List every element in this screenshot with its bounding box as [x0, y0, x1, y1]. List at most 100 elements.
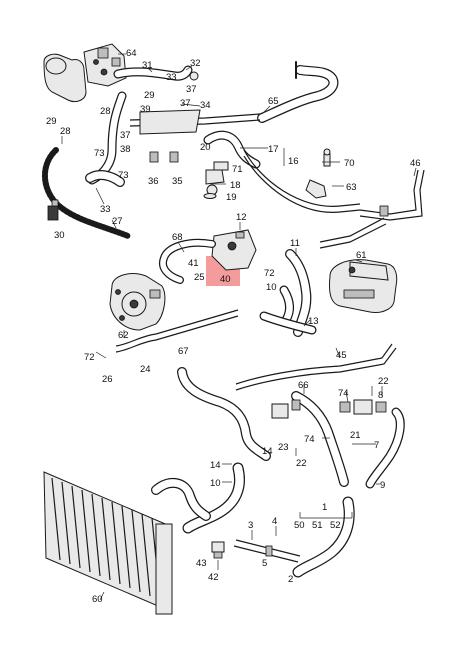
callout-50: 50 [294, 520, 305, 531]
callout-41: 41 [188, 258, 199, 269]
callout-5: 5 [262, 558, 267, 569]
callout-31: 31 [142, 60, 153, 71]
pipe-46 [319, 169, 425, 249]
callout-16: 16 [288, 156, 299, 167]
hose-73-lower [85, 170, 125, 187]
pipe-16 [243, 149, 361, 213]
callout-61: 61 [356, 250, 367, 261]
hose-67 [177, 367, 271, 461]
callout-46: 46 [410, 158, 421, 169]
callout-18: 18 [230, 180, 241, 191]
callout-25: 25 [194, 272, 205, 283]
callout-37a: 37 [186, 84, 197, 95]
callout-2: 2 [288, 574, 293, 585]
callout-8: 8 [378, 390, 383, 401]
callout-63: 63 [346, 182, 357, 193]
callout-4: 4 [272, 516, 277, 527]
callout-labels: 64 32 31 33 37 29 37 34 65 28 39 29 28 3… [46, 48, 421, 605]
callout-29b: 29 [46, 116, 57, 127]
hose-10 [259, 285, 317, 335]
callout-33a: 33 [166, 72, 177, 83]
sender-70 [323, 148, 331, 167]
hose-lower-left [151, 477, 211, 521]
callout-30: 30 [54, 230, 65, 241]
callout-60: 60 [92, 594, 103, 605]
hose-8 [365, 407, 405, 489]
hose-66 [291, 391, 349, 487]
pipe-34 [129, 109, 261, 135]
callout-65: 65 [268, 96, 279, 107]
callout-7: 7 [374, 440, 379, 451]
callout-72a: 72 [264, 268, 275, 279]
callout-28a: 28 [100, 106, 111, 117]
callout-68: 68 [172, 232, 183, 243]
callout-10: 10 [266, 282, 277, 293]
callout-62: 62 [118, 330, 129, 341]
callout-20: 20 [200, 142, 211, 153]
callout-9: 9 [380, 480, 385, 491]
callout-74a: 74 [338, 388, 349, 399]
callout-45: 45 [336, 350, 347, 361]
callout-33b: 33 [100, 204, 111, 215]
callout-29a: 29 [144, 90, 155, 101]
callout-39: 39 [140, 104, 151, 115]
callout-37b: 37 [180, 98, 191, 109]
callout-23: 23 [278, 442, 289, 453]
callout-34: 34 [200, 100, 211, 111]
callout-3: 3 [248, 520, 253, 531]
hose-11 [285, 249, 312, 337]
hose-10-lower [182, 462, 245, 534]
callout-64: 64 [126, 48, 137, 59]
callout-73a: 73 [94, 148, 105, 159]
callout-28b: 28 [60, 126, 71, 137]
callout-43: 43 [196, 558, 207, 569]
callout-32: 32 [190, 58, 201, 69]
callout-66: 66 [298, 380, 309, 391]
expansion-tank-61 [329, 259, 398, 313]
o-ring-32 [189, 71, 199, 81]
callout-11: 11 [290, 238, 300, 249]
fitting-21 [339, 399, 387, 415]
hose-31 [113, 65, 193, 81]
callout-17: 17 [268, 144, 279, 155]
pipe-3 [233, 539, 301, 563]
callout-38: 38 [120, 144, 131, 155]
pipe-24 [115, 309, 239, 353]
sensor-43 [211, 541, 225, 559]
leader-lines [61, 53, 417, 601]
callout-40: 40 [220, 274, 231, 285]
hose-65 [257, 61, 339, 123]
callout-73b: 73 [118, 170, 129, 181]
callout-35: 35 [172, 176, 183, 187]
callout-36: 36 [148, 176, 159, 187]
pipe-63 [305, 179, 327, 199]
valve-23 [271, 399, 301, 419]
callout-24: 24 [140, 364, 151, 375]
hose-17 [203, 130, 261, 169]
fittings-36-35 [149, 151, 179, 163]
callout-26: 26 [102, 374, 113, 385]
sensor-71 [213, 161, 229, 171]
callout-67: 67 [178, 346, 189, 357]
callout-71: 71 [232, 164, 243, 175]
callout-19: 19 [226, 192, 237, 203]
callout-70: 70 [344, 158, 355, 169]
callout-14a: 14 [262, 446, 273, 457]
radiator-60 [43, 471, 173, 615]
callout-22b: 22 [296, 458, 307, 469]
thermostat-housing-12 [211, 229, 257, 271]
callout-13: 13 [308, 316, 319, 327]
pipe-45 [235, 343, 397, 391]
callout-21: 21 [350, 430, 361, 441]
callout-22a: 22 [378, 376, 389, 387]
callout-72b: 72 [84, 352, 95, 363]
callout-51: 51 [312, 520, 323, 531]
water-pump-62 [109, 273, 166, 331]
callout-1: 1 [322, 502, 327, 513]
callout-74b: 74 [304, 434, 315, 445]
callout-12: 12 [236, 212, 247, 223]
callout-14b: 14 [210, 460, 221, 471]
callout-37c: 37 [120, 130, 131, 141]
